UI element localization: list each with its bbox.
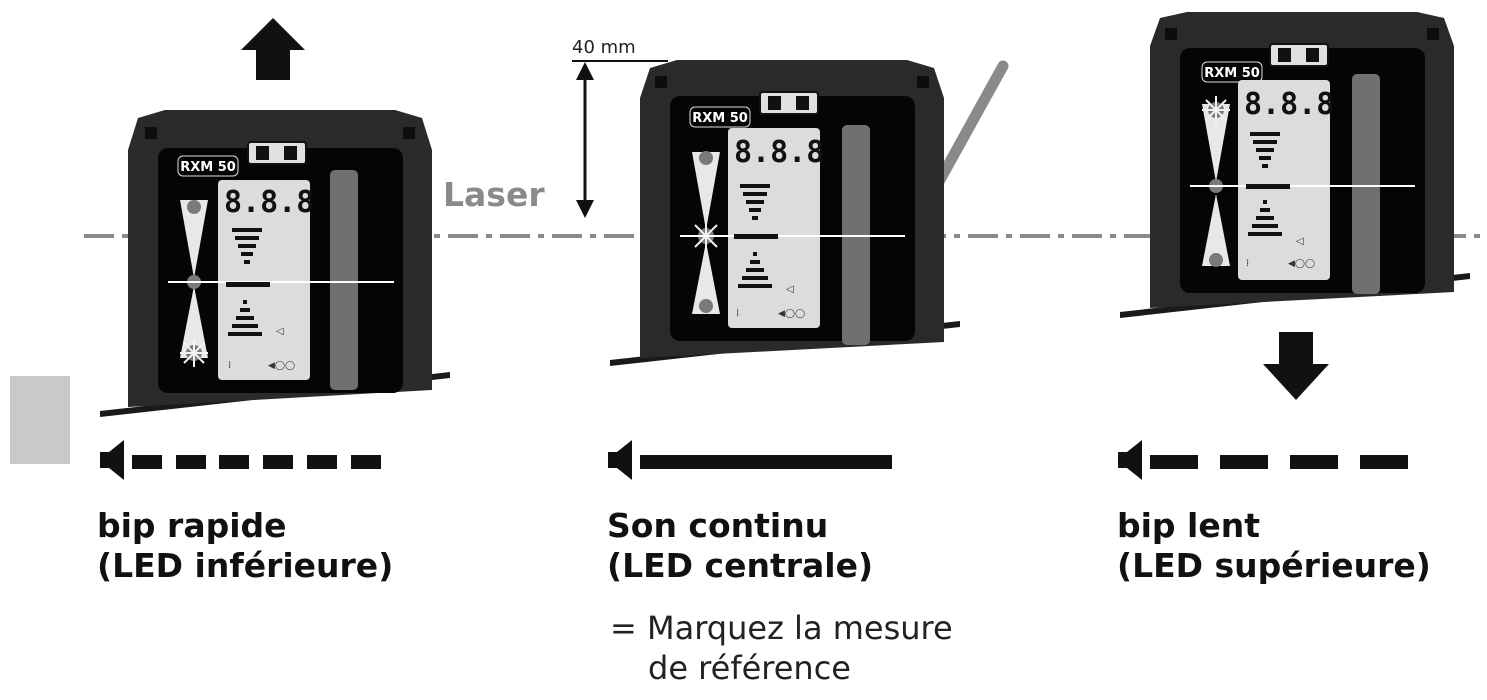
led-glow-icon — [1202, 96, 1230, 124]
mode-icon: ◀◯◯ — [778, 309, 805, 319]
display-readout: 8.8.8 — [1244, 87, 1334, 122]
sound-label: Son continu — [607, 506, 829, 545]
display-panel — [1238, 80, 1330, 280]
reference-note: = Marquez la mesure de référence — [610, 608, 953, 688]
led-top — [187, 200, 201, 214]
reference-note-line1: = Marquez la mesure — [610, 609, 953, 647]
led-bar-lower — [1202, 194, 1230, 266]
detection-window — [1352, 74, 1380, 294]
led-label: (LED centrale) — [607, 546, 874, 585]
led-glow-icon — [180, 339, 208, 367]
model-label: RXM 50 — [692, 111, 748, 126]
battery-icon: ⁞ — [228, 360, 231, 371]
sound-label: bip rapide — [97, 506, 287, 545]
reference-note-line2: de référence — [648, 649, 851, 687]
model-label: RXM 50 — [180, 160, 236, 175]
caption-fast-beep: bip rapide (LED inférieure) — [97, 506, 393, 586]
caption-continuous: Son continu (LED centrale) — [607, 506, 873, 586]
display-readout: 8.8.8 — [224, 185, 314, 220]
side-tab-marker — [10, 376, 70, 464]
arrow-down-segments — [1250, 132, 1280, 168]
arrow-down-segments — [740, 184, 770, 220]
dimension-label: 40 mm — [572, 37, 636, 58]
arrow-up-segments — [738, 252, 772, 288]
battery-icon: ⁞ — [1246, 258, 1249, 269]
arrow-down-segments — [232, 228, 262, 264]
move-down-arrow-icon — [1263, 332, 1329, 400]
volume-icon: ◁ — [786, 284, 794, 295]
speaker-icon — [1118, 440, 1142, 480]
led-bar-upper — [180, 200, 208, 278]
speaker-icon — [608, 440, 632, 480]
volume-icon: ◁ — [276, 326, 284, 337]
led-bar-upper — [1202, 104, 1230, 182]
center-bar — [734, 234, 778, 239]
led-bar-lower — [692, 242, 720, 314]
led-label: (LED supérieure) — [1117, 546, 1431, 585]
volume-icon: ◁ — [1296, 236, 1304, 247]
receiver-bottom-led: RXM 50 8.8.8 ⁞ ◁ ◀◯◯ — [100, 110, 450, 417]
led-top — [699, 151, 713, 165]
display-readout: 8.8.8 — [734, 135, 824, 170]
center-bar — [226, 282, 270, 287]
led-bottom — [1209, 253, 1223, 267]
arrow-up-segments — [228, 300, 262, 336]
led-label: (LED inférieure) — [97, 546, 394, 585]
mode-icon: ◀◯◯ — [1288, 259, 1315, 269]
led-bottom — [699, 299, 713, 313]
center-bar — [1246, 184, 1290, 189]
sound-label: bip lent — [1117, 506, 1261, 545]
receiver-center-led: RXM 50 8.8.8 ⁞ ◁ ◀◯◯ — [610, 60, 1009, 366]
sound-fast-beep — [100, 440, 381, 480]
led-bar-lower — [180, 286, 208, 358]
battery-icon: ⁞ — [736, 308, 739, 319]
sound-slow-beep — [1118, 440, 1408, 480]
laser-label: Laser — [443, 175, 545, 214]
dimension-arrowhead-top-icon — [576, 62, 594, 80]
led-bar-upper — [692, 152, 720, 230]
detection-window — [330, 170, 358, 390]
receiver-top-led: RXM 50 8.8.8 ⁞ ◁ ◀◯◯ — [1120, 12, 1470, 318]
sound-continuous — [608, 440, 892, 480]
mode-icon: ◀◯◯ — [268, 361, 295, 371]
caption-slow-beep: bip lent (LED supérieure) — [1117, 506, 1431, 586]
arrow-up-segments — [1248, 200, 1282, 236]
move-up-arrow-icon — [241, 18, 305, 80]
model-label: RXM 50 — [1204, 66, 1260, 81]
dimension-arrowhead-bottom-icon — [576, 200, 594, 218]
speaker-icon — [100, 440, 124, 480]
